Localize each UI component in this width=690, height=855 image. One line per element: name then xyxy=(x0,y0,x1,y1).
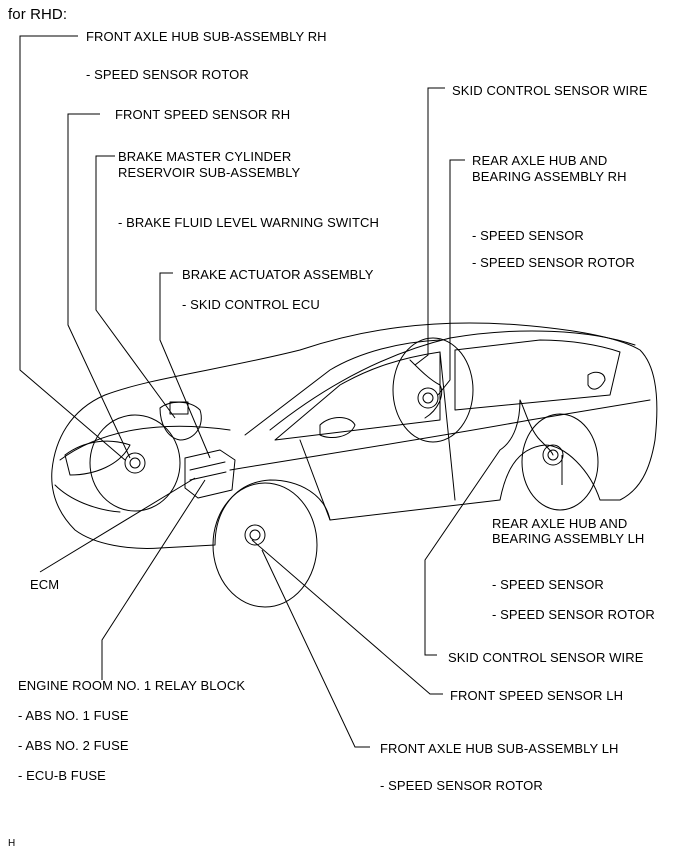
leader-front-speed-sensor-rh xyxy=(67,113,131,459)
leader-relay-block xyxy=(101,479,206,680)
label-brake-actuator: BRAKE ACTUATOR ASSEMBLY xyxy=(182,267,374,282)
label-brake-master-cylinder-1: BRAKE MASTER CYLINDER xyxy=(118,149,292,164)
label-rear-hub-rh-sub1: - SPEED SENSOR xyxy=(472,228,584,243)
label-ecm: ECM xyxy=(30,577,60,592)
car-headlight xyxy=(64,440,131,476)
car-belt-line xyxy=(229,399,651,471)
label-fuse-3: - ECU-B FUSE xyxy=(18,768,106,783)
car-door-line-2 xyxy=(299,439,331,521)
label-brake-master-cylinder-sub: - BRAKE FLUID LEVEL WARNING SWITCH xyxy=(118,215,380,230)
label-front-axle-hub-lh-sub: - SPEED SENSOR ROTOR xyxy=(380,778,543,793)
car-roof xyxy=(269,330,636,431)
label-rear-hub-lh-sub2: - SPEED SENSOR ROTOR xyxy=(492,607,655,622)
label-fuse-2: - ABS NO. 2 FUSE xyxy=(18,738,129,753)
label-front-axle-hub-rh: FRONT AXLE HUB SUB-ASSEMBLY RH xyxy=(86,29,327,44)
leader-skid-wire-top xyxy=(414,87,445,366)
label-front-speed-sensor-rh: FRONT SPEED SENSOR RH xyxy=(115,107,291,122)
front-wheel-rh xyxy=(89,414,181,512)
car-mirror xyxy=(319,417,356,438)
rear-hub-lh xyxy=(542,444,564,466)
label-front-speed-sensor-lh: FRONT SPEED SENSOR LH xyxy=(450,688,624,703)
car-door-line xyxy=(439,351,456,501)
page-header: for RHD: xyxy=(8,6,68,23)
brake-actuator-body xyxy=(184,449,236,499)
label-rear-hub-rh-2: BEARING ASSEMBLY RH xyxy=(472,169,627,184)
label-brake-master-cylinder-2: RESERVOIR SUB-ASSEMBLY xyxy=(118,165,301,180)
car-taillight xyxy=(587,371,606,390)
rear-wheel-rh xyxy=(392,337,474,443)
leader-rear-hub-rh xyxy=(437,159,465,396)
leader-front-speed-sensor-lh xyxy=(251,539,443,695)
label-rear-hub-lh-sub1: - SPEED SENSOR xyxy=(492,577,604,592)
front-hub-rh xyxy=(124,452,146,474)
car-rear-window xyxy=(454,339,621,411)
leader-brake-master-cylinder xyxy=(95,155,176,419)
label-rear-hub-lh-1: REAR AXLE HUB AND xyxy=(492,516,628,531)
rear-wheel-lh xyxy=(521,413,599,511)
rear-hub-rh xyxy=(417,387,439,409)
label-rear-hub-rh-1: REAR AXLE HUB AND xyxy=(472,153,608,168)
label-rear-hub-lh-2: BEARING ASSEMBLY LH xyxy=(492,531,645,546)
label-front-axle-hub-lh: FRONT AXLE HUB SUB-ASSEMBLY LH xyxy=(380,741,619,756)
label-skid-wire-top: SKID CONTROL SENSOR WIRE xyxy=(452,83,648,98)
brake-master-cylinder xyxy=(159,401,202,441)
car-windshield xyxy=(244,339,441,436)
label-skid-wire-bottom: SKID CONTROL SENSOR WIRE xyxy=(448,650,644,665)
label-brake-actuator-sub: - SKID CONTROL ECU xyxy=(182,297,320,312)
car-grille xyxy=(54,484,121,513)
leader-front-axle-hub-lh xyxy=(261,549,370,748)
leader-front-axle-hub-rh xyxy=(19,35,126,461)
front-hub-lh xyxy=(244,524,266,546)
skid-wire-rear-lh xyxy=(499,399,554,456)
skid-wire-rear-rh xyxy=(409,359,443,419)
label-front-axle-hub-rh-sub: - SPEED SENSOR ROTOR xyxy=(86,67,249,82)
label-fuse-1: - ABS NO. 1 FUSE xyxy=(18,708,129,723)
label-relay-block: ENGINE ROOM NO. 1 RELAY BLOCK xyxy=(18,678,246,693)
leader-ecm xyxy=(39,477,196,573)
front-wheel-lh xyxy=(212,482,318,608)
leader-brake-actuator xyxy=(159,272,211,459)
corner-mark: H xyxy=(8,838,16,849)
leader-skid-wire-bottom xyxy=(424,449,501,656)
car-hood xyxy=(59,425,231,461)
car-body-outline xyxy=(51,322,658,549)
label-rear-hub-rh-sub2: - SPEED SENSOR ROTOR xyxy=(472,255,635,270)
